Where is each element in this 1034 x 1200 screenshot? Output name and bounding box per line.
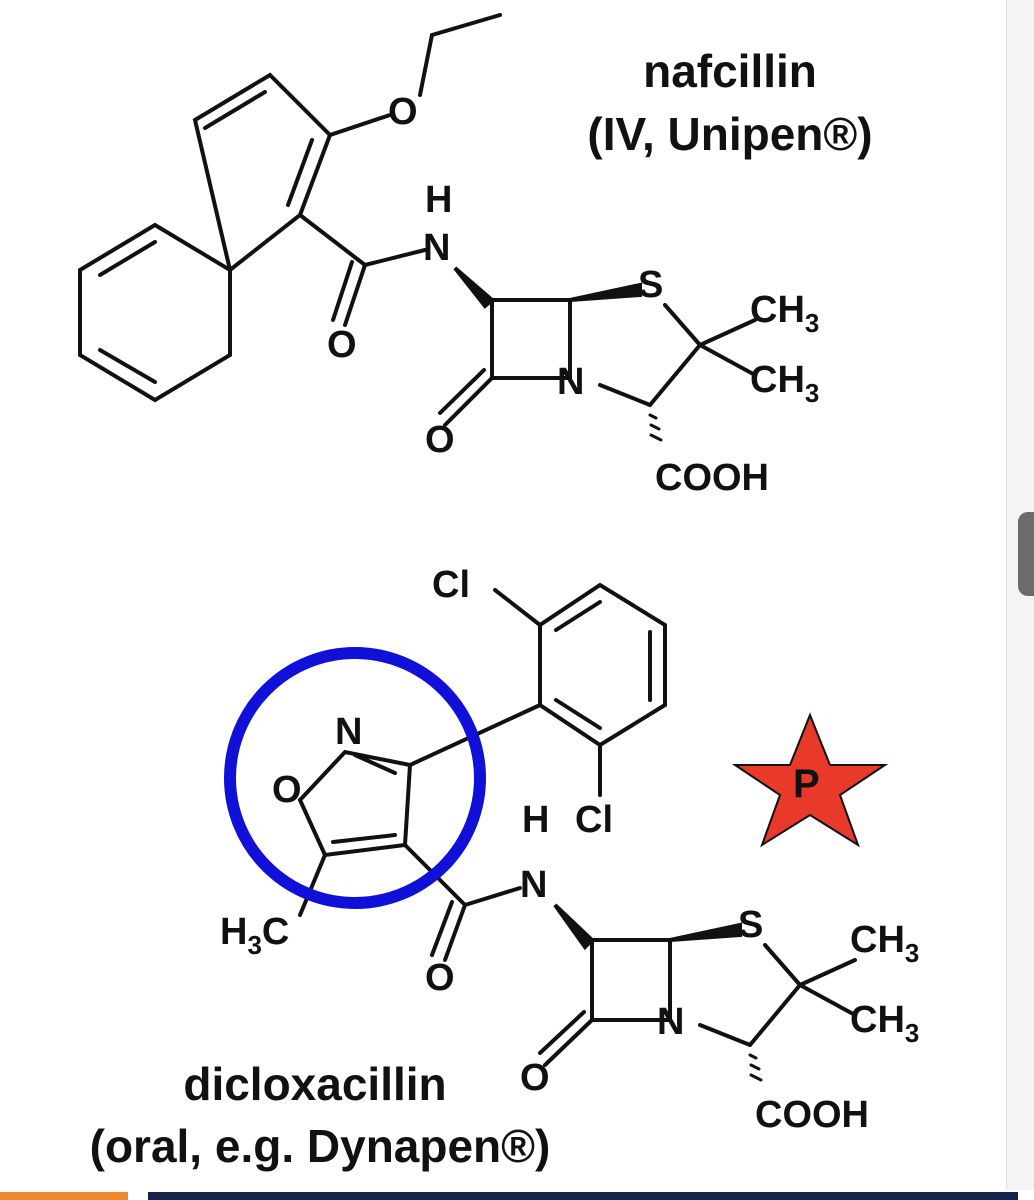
atom-o-lactam: O (425, 419, 455, 461)
atom-n-ring: N (657, 1001, 685, 1043)
atom-cl-bottom: Cl (575, 799, 613, 841)
dicloxacillin-subtitle: (oral, e.g. Dynapen®) (89, 1120, 551, 1172)
atom-cooh: COOH (655, 457, 769, 499)
footer-bar-orange (0, 1192, 128, 1200)
atom-o-carbonyl: O (327, 324, 357, 366)
atom-o-ether: O (388, 91, 418, 133)
isoxazole-highlight-circle (224, 647, 486, 909)
scrollbar-thumb[interactable] (1018, 512, 1034, 596)
atom-h: H (425, 179, 453, 221)
nafcillin-name: nafcillin (643, 45, 817, 97)
atom-n-amide: N (423, 227, 451, 269)
naphthalene-ring-left (78, 222, 232, 403)
atom-ch3-1: CH3 (850, 919, 920, 968)
star-label: P (793, 762, 820, 806)
atom-h3c: H3C (220, 911, 290, 960)
atom-o-carbonyl: O (425, 957, 455, 999)
atom-h: H (522, 799, 550, 841)
atom-n-ring: N (557, 361, 585, 403)
dicloxacillin-structure (297, 582, 857, 1082)
nafcillin-subtitle: (IV, Unipen®) (587, 108, 873, 160)
star-p-icon (731, 712, 889, 848)
atom-ch3-2: CH3 (850, 999, 920, 1048)
atom-o-lactam: O (520, 1057, 550, 1099)
atom-o-isox: O (272, 769, 302, 811)
atom-s: S (738, 904, 764, 946)
dicloxacillin-name: dicloxacillin (183, 1058, 447, 1110)
atom-ch3-1: CH3 (750, 289, 820, 338)
atom-n-amide: N (520, 864, 548, 906)
footer-bar-navy (148, 1192, 1018, 1200)
atom-cooh: COOH (755, 1094, 869, 1136)
atom-cl-top: Cl (432, 564, 470, 606)
atom-n-isox: N (335, 711, 363, 753)
atom-ch3-2: CH3 (750, 359, 820, 408)
atom-s: S (638, 264, 664, 306)
naphthalene-ring-right (192, 72, 333, 274)
nafcillin-structure (78, 13, 757, 442)
